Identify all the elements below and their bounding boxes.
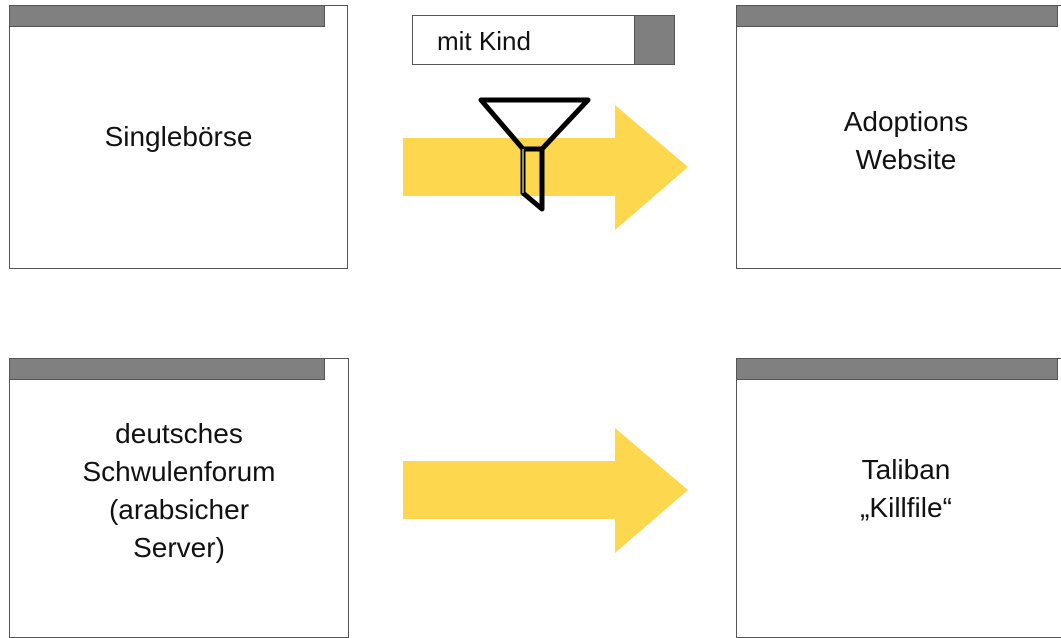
label-line: Schwulenforum — [82, 456, 276, 487]
arrow-right-icon — [403, 428, 688, 553]
label-line: „Killfile“ — [860, 492, 952, 523]
funnel-icon — [478, 97, 591, 212]
arrow-shape — [403, 428, 688, 553]
arrow-right-icon — [403, 105, 688, 230]
source-window-schwulenforum: deutsches Schwulenforum (arabsicher Serv… — [9, 358, 349, 638]
window-label: Adoptions Website — [737, 103, 1061, 179]
window-titlebar — [737, 6, 1058, 27]
label-line: Website — [855, 144, 957, 175]
window-label: Singlebörse — [10, 118, 347, 156]
filter-handle[interactable] — [634, 16, 674, 64]
label-line: Server) — [133, 532, 225, 563]
filter-label: mit Kind — [437, 26, 531, 56]
window-titlebar — [10, 359, 325, 380]
window-label: Taliban „Killfile“ — [737, 451, 1061, 527]
window-titlebar — [737, 359, 1058, 380]
label-line: (arabsicher — [108, 494, 250, 525]
window-titlebar — [10, 6, 325, 27]
label-line: Singlebörse — [104, 121, 253, 152]
label-line: Adoptions — [843, 106, 969, 137]
label-line: deutsches — [115, 418, 243, 449]
target-window-taliban-killfile: Taliban „Killfile“ — [736, 358, 1061, 638]
arrow-shape — [403, 105, 688, 230]
label-line: Taliban — [861, 454, 951, 485]
filter-field[interactable]: mit Kind — [412, 15, 675, 65]
window-label: deutsches Schwulenforum (arabsicher Serv… — [10, 415, 348, 567]
target-window-adoptions-website: Adoptions Website — [736, 5, 1061, 269]
source-window-singleboerse: Singlebörse — [9, 5, 348, 269]
